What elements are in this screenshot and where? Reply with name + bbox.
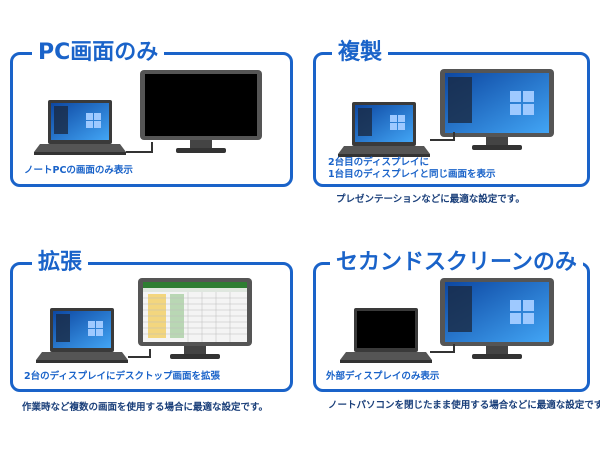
external-monitor-spreadsheet-icon <box>138 278 252 359</box>
external-monitor-desktop-icon <box>440 278 554 359</box>
laptop-screen-off-icon <box>340 308 432 363</box>
cable-line <box>430 132 455 141</box>
panel-second-only-caption: 外部ディスプレイのみ表示 <box>326 371 440 382</box>
panel-pc-only-title: PC画面のみ <box>32 40 165 66</box>
external-monitor-off-icon <box>140 70 262 153</box>
panel-pc-only-caption: ノートPCの画面のみ表示 <box>24 165 133 176</box>
panel-extend-caption: 2台のディスプレイにデスクトップ画面を拡張 <box>24 371 220 382</box>
panel-extend-title: 拡張 <box>32 250 89 276</box>
panel-duplicate-caption-line1: 2台目のディスプレイに <box>328 157 429 168</box>
external-monitor-desktop-icon <box>440 69 554 150</box>
panel-second-only-note: ノートパソコンを閉じたまま使用する場合などに最適な設定です。 <box>328 400 600 411</box>
cable-line <box>128 349 151 358</box>
laptop-screen-on-icon <box>338 102 430 157</box>
laptop-screen-on-icon <box>34 100 126 155</box>
cable-line <box>430 344 455 353</box>
laptop-screen-on-icon <box>36 308 128 363</box>
cable-line <box>126 142 153 153</box>
panel-duplicate-caption-line2: 1台目のディスプレイと同じ画面を表示 <box>328 169 496 180</box>
panel-duplicate-title: 複製 <box>332 40 389 66</box>
panel-duplicate-note: プレゼンテーションなどに最適な設定です。 <box>336 194 525 205</box>
panel-second-only-title: セカンドスクリーンのみ <box>330 250 583 276</box>
panel-extend-note: 作業時など複数の画面を使用する場合に最適な設定です。 <box>22 402 269 413</box>
